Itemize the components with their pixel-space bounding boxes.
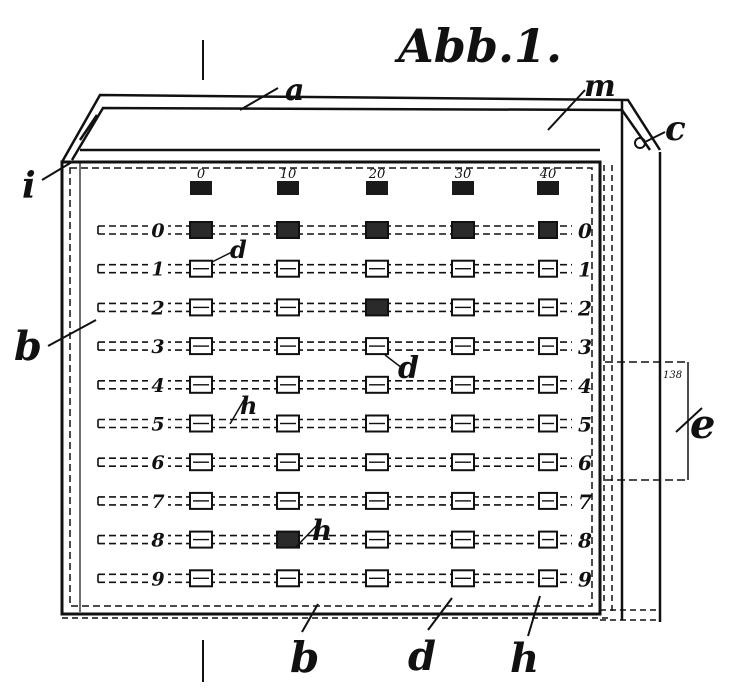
cap-screw-icon (634, 137, 646, 149)
tab-marked (276, 221, 300, 239)
column-header-tab (277, 181, 299, 195)
row-number-bg (148, 529, 168, 550)
row-label-right: 9 (578, 567, 592, 591)
row-label-right: 5 (578, 413, 592, 437)
row-number-bg (148, 374, 168, 395)
row-label-left: 7 (151, 491, 164, 513)
row-label-right: 7 (578, 490, 592, 514)
label-e: e (690, 401, 715, 448)
leader-i (41, 161, 73, 181)
column-label: 20 (368, 167, 386, 182)
label-m: m (584, 69, 616, 104)
column-header-tab (366, 181, 388, 195)
tab-grid: 0 10 20 30 40 0 0 1 1 2 2 3 3 4 4 5 5 6 6 7 7 8 8 9 9 (97, 167, 592, 591)
column-header-tab (190, 181, 212, 195)
label-h1: h (240, 391, 257, 420)
row-label-left: 4 (151, 375, 164, 397)
row-label-left: 2 (150, 297, 164, 319)
label-i: i (22, 165, 36, 207)
row-label-right: 2 (577, 296, 592, 320)
label-a: a (285, 73, 304, 108)
column-label: 10 (280, 167, 297, 182)
row-label-left: 9 (151, 568, 164, 590)
label-b-bottom: b (290, 633, 319, 682)
row-label-left: 3 (151, 336, 164, 358)
leader-h1 (229, 399, 245, 425)
label-d2: d (398, 351, 419, 386)
tab-marked (189, 221, 213, 239)
tab-marked (538, 221, 558, 239)
tab-marked (365, 298, 389, 317)
row-label-right: 4 (578, 374, 592, 398)
leader-e (675, 407, 703, 433)
label-c: c (665, 109, 686, 149)
leader-h2 (294, 521, 321, 549)
leader-d-bottom (427, 597, 453, 631)
row-label-right: 8 (577, 529, 592, 553)
label-b-left: b (14, 323, 42, 370)
column-header-tab (452, 181, 474, 195)
label-d1: d (230, 235, 247, 264)
figure-title: Abb.1. (394, 19, 562, 73)
leader-c (644, 131, 666, 143)
row-number-bg (148, 413, 168, 434)
column-label: 0 (197, 167, 205, 182)
row-label-left: 0 (151, 220, 164, 242)
column-label: 40 (539, 167, 557, 182)
row-number-bg (148, 258, 168, 279)
row-label-left: 6 (151, 452, 164, 474)
leader-d2 (384, 354, 403, 369)
row-label-right: 1 (578, 258, 592, 282)
side-note: 138 (663, 370, 682, 381)
row-label-right: 6 (578, 451, 592, 475)
row-number-bg (148, 452, 168, 473)
row-number-bg (148, 568, 168, 589)
leader-d1 (211, 251, 233, 263)
row-number-bg (148, 297, 168, 318)
tab-marked (365, 221, 389, 239)
leader-b-left (47, 319, 97, 347)
label-d-bottom: d (408, 633, 436, 680)
row-label-right: 3 (578, 335, 592, 359)
box-lid (60, 93, 662, 163)
leader-h-bottom (527, 595, 541, 637)
row-label-left: 1 (151, 259, 164, 281)
leader-b-bottom (301, 603, 319, 633)
tab-marked (276, 530, 300, 549)
row-number-bg (148, 336, 168, 357)
column-label: 30 (455, 167, 472, 182)
leader-a (239, 87, 279, 111)
column-header-tab (537, 181, 559, 195)
row-number-bg (148, 490, 168, 511)
label-h2: h (312, 514, 332, 547)
row-label-right: 0 (578, 219, 592, 243)
leader-m (547, 89, 586, 131)
tab-marked (451, 221, 475, 239)
front-panel (60, 160, 610, 619)
label-h-bottom: h (510, 635, 539, 682)
row-number-bg (148, 220, 168, 240)
row-label-left: 8 (150, 530, 164, 552)
row-label-left: 5 (151, 414, 164, 436)
box-side-panel (600, 100, 662, 622)
